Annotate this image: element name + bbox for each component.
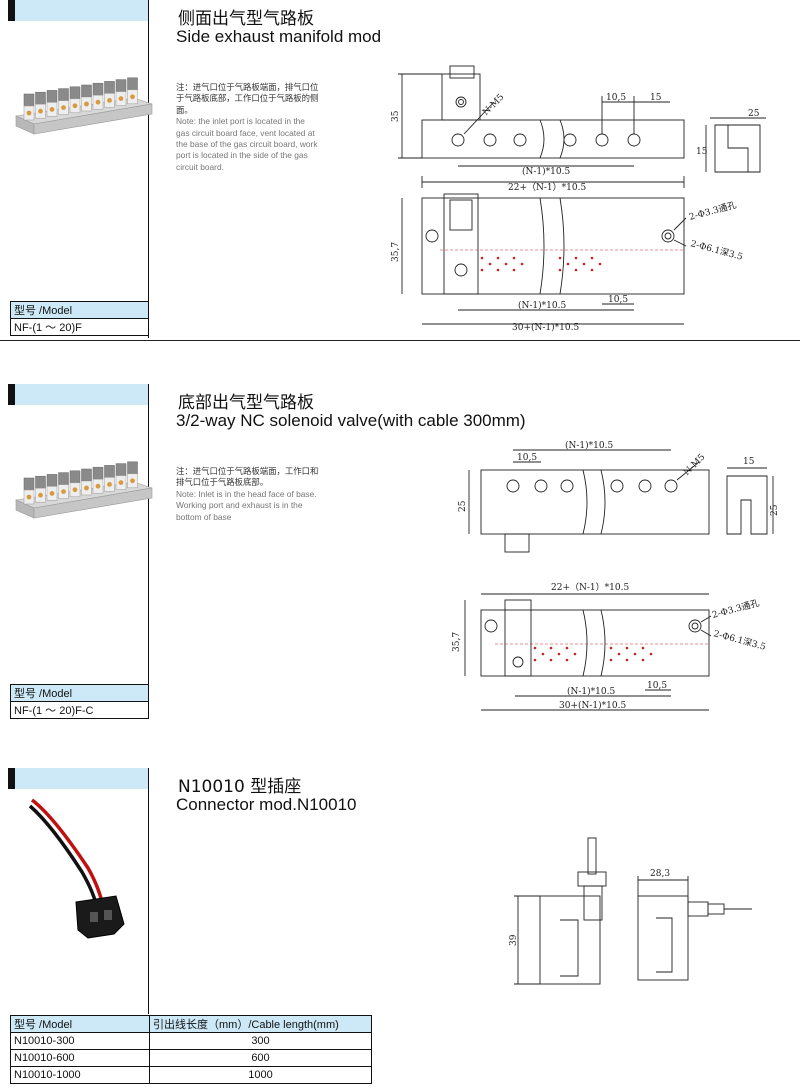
note-en-line: gas circuit board face, vent located at — [176, 127, 315, 138]
table-cell-length: 600 — [149, 1049, 372, 1067]
dim-top-height: 25 — [458, 500, 468, 512]
note-en-line: circuit board. — [176, 161, 224, 172]
drawing-connector: 39 28,3 — [509, 837, 752, 985]
model-value: NF-(1 ～ 20)F — [10, 318, 149, 336]
dim-bottom-pitch: 10,5 — [608, 295, 628, 305]
header-black-tab — [8, 768, 15, 789]
section-title-en: 3/2-way NC solenoid valve(with cable 300… — [176, 411, 526, 430]
header-blue-tab — [15, 0, 149, 21]
section-divider-line — [148, 768, 149, 1014]
model-value: NF-(1 ～ 20)F-C — [10, 701, 149, 719]
dim-bottom-pitch-total: (N-1)*10.5 — [567, 686, 615, 697]
dim-pitch: 10,5 — [517, 453, 537, 463]
dim-front-height: 35,7 — [391, 242, 401, 262]
dim-thread: N-M5 — [481, 92, 507, 118]
header-blue-tab — [15, 384, 149, 405]
dim-front-height: 35,7 — [452, 632, 462, 652]
section-header-bar — [8, 0, 149, 21]
manifold-product-image — [14, 77, 153, 135]
note-en-line: Note: the inlet port is located in the — [176, 116, 305, 127]
dim-overall: 22+（N-1）*10.5 — [551, 582, 629, 593]
section-bottom-exhaust: 底部出气型气路板 3/2-way NC solenoid valve(with … — [0, 384, 800, 720]
header-blue-tab — [15, 768, 149, 789]
table-row: N10010-300 300 — [10, 1032, 372, 1050]
note-cn-line: 注：进气口位于气路板端面，工作口和 — [176, 466, 319, 476]
section-note: 注：进气口位于气路板端面，排气口位 于气路板底部，工作口位于气路板的侧 面。 N… — [176, 82, 346, 173]
dim-side-width: 15 — [743, 457, 755, 467]
connector-product-image — [28, 798, 125, 939]
note-en-line: Note: Inlet is in the head face of base. — [176, 488, 317, 499]
dim-hole1: 2-Φ3.3通孔 — [711, 598, 761, 621]
table-header-model: 型号 /Model — [10, 1015, 150, 1033]
section-divider-line — [148, 384, 149, 718]
section-title-cn: 侧面出气型气路板 — [178, 9, 314, 29]
dim-pitch-total: (N-1)*10.5 — [522, 166, 570, 177]
note-en-line: Working port and exhaust is in the — [176, 500, 303, 511]
note-en-line: the base of the gas circuit board, work — [176, 139, 318, 150]
section-header-bar — [8, 768, 149, 789]
table-cell-model: N10010-300 — [10, 1032, 150, 1050]
model-table: 型号 /Model NF-(1 ～ 20)F-C — [10, 684, 149, 719]
dim-side-width: 25 — [748, 109, 760, 119]
dim-bottom-pitch: 10,5 — [647, 681, 667, 691]
table-cell-length: 1000 — [149, 1066, 372, 1084]
note-cn-line: 面。 — [176, 104, 193, 115]
section-separator — [0, 340, 800, 341]
dim-gap: 15 — [650, 93, 662, 103]
header-black-tab — [8, 384, 15, 405]
dim-side-height: 15 — [696, 147, 708, 157]
drawing-bottom-exhaust: (N-1)*10.5 10,5 N-M5 25 15 25 22+（N-1）*1… — [452, 440, 780, 711]
table-cell-model: N10010-1000 — [10, 1066, 150, 1084]
dim-bottom-pitch-total: (N-1)*10.5 — [518, 300, 566, 311]
dim-hole2: 2-Φ6.1深3.5 — [689, 238, 744, 263]
table-row: N10010-600 600 — [10, 1049, 372, 1067]
dim-hole1: 2-Φ3.3通孔 — [688, 200, 738, 223]
note-cn-line: 注：进气口位于气路板端面，排气口位 — [176, 82, 319, 92]
note-en-line: bottom of base — [176, 511, 232, 522]
dim-thread: N-M5 — [682, 452, 708, 478]
section-connector: N10010 型插座 Connector mod.N10010 — [0, 768, 800, 1088]
section-title-cn: N10010 型插座 — [178, 777, 302, 797]
dim-width: 28,3 — [650, 869, 670, 879]
table-row: N10010-1000 1000 — [10, 1066, 372, 1084]
dim-hole2: 2-Φ6.1深3.5 — [712, 628, 767, 653]
table-header-cable-length: 引出线长度（mm）/Cable length(mm) — [149, 1015, 372, 1033]
cable-length-table: 型号 /Model 引出线长度（mm）/Cable length(mm) N10… — [10, 1015, 372, 1084]
header-black-tab — [8, 0, 15, 21]
section-title-en: Side exhaust manifold mod — [176, 27, 382, 46]
dim-side-height: 25 — [770, 504, 780, 516]
note-en-line: port is located in the side of the gas — [176, 150, 308, 161]
section-header-bar — [8, 384, 149, 405]
dim-top-height: 35 — [391, 110, 401, 122]
dim-pitch-total: (N-1)*10.5 — [565, 440, 613, 451]
model-table: 型号 /Model NF-(1 ～ 20)F — [10, 301, 149, 336]
section-side-exhaust: 侧面出气型气路板 Side exhaust manifold mod 注：进气口… — [0, 0, 800, 340]
model-header: 型号 /Model — [10, 301, 149, 319]
section-title-cn: 底部出气型气路板 — [178, 393, 314, 413]
dim-overall: 22+（N-1）*10.5 — [508, 182, 586, 193]
dim-pitch: 10,5 — [606, 93, 626, 103]
section-divider-line — [148, 0, 149, 338]
dim-bottom-overall: 30+(N-1)*10.5 — [559, 700, 626, 711]
note-cn-line: 排气口位于气路板底部。 — [176, 477, 269, 488]
manifold-product-image — [14, 461, 153, 519]
drawing-side-exhaust: 35 N-M5 10,5 15 (N-1)*10.5 25 15 22+（N-1… — [391, 65, 766, 333]
section-title-en: Connector mod.N10010 — [176, 795, 357, 814]
note-cn-line: 于气路板底部，工作口位于气路板的侧 — [176, 93, 319, 104]
dim-height: 39 — [509, 934, 519, 946]
table-cell-length: 300 — [149, 1032, 372, 1050]
section-note: 注：进气口位于气路板端面，工作口和 排气口位于气路板底部。 Note: Inle… — [176, 466, 346, 523]
dim-bottom-overall: 30+(N-1)*10.5 — [512, 322, 579, 333]
model-header: 型号 /Model — [10, 684, 149, 702]
table-cell-model: N10010-600 — [10, 1049, 150, 1067]
